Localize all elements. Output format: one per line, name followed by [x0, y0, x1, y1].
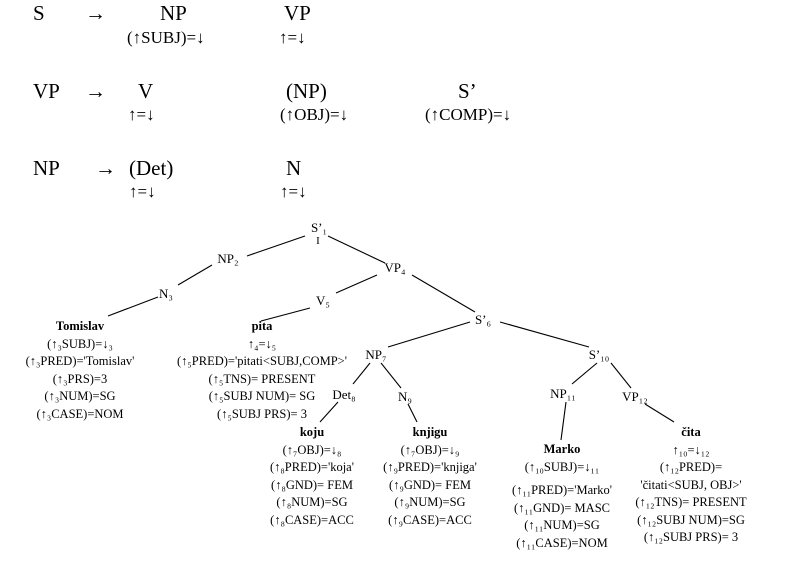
leaf-koju: koju (↑₇OBJ)=↓₈ (↑₈PRED)='koja' (↑₈GND)=…: [270, 424, 354, 529]
leaf-tomislav-line: (↑₃PRED)='Tomislav': [25, 354, 135, 368]
leaf-tomislav-line: (↑₃NUM)=SG: [44, 389, 116, 403]
rule-np-lhs: NP: [33, 156, 60, 180]
branch-s1-vp4: [327, 235, 386, 264]
node-s1: S’₁: [310, 220, 328, 235]
rule-vp-s-annot: (↑COMP)=↓: [425, 105, 512, 124]
leaf-tomislav-word: Tomislav: [55, 319, 105, 333]
leaf-cita: čita ↑₁₀=↓₁₂ (↑₁₂PRED)= 'čitati<SUBJ, OB…: [635, 424, 746, 547]
rule-vp-v-annot: ↑=↓: [128, 105, 155, 124]
branch-s6-np7: [387, 321, 471, 348]
leaf-cita-line: (↑₁₂PRED)=: [659, 460, 723, 474]
leaf-koju-line: (↑₇OBJ)=↓₈: [282, 442, 342, 457]
leaf-pita-line: (↑₅SUBJ NUM)= SG: [208, 389, 316, 403]
leaf-marko-line: (↑₁₁CASE)=NOM: [516, 535, 608, 550]
leaf-knjigu: knjigu (↑₇OBJ)=↓₉ (↑₉PRED)='knjiga' (↑₉G…: [383, 424, 477, 529]
node-s1-annot: I: [316, 235, 320, 247]
branch-n3-tomislav: [107, 296, 159, 317]
rule-s-vp-annot: ↑=↓: [279, 28, 306, 47]
leaf-knjigu-line: (↑₉NUM)=SG: [394, 495, 466, 509]
branch-s6-s10: [499, 321, 590, 348]
branch-np11-marko: [560, 401, 567, 441]
leaf-cita-line: (↑₁₂SUBJ PRS)= 3: [643, 530, 739, 544]
rule-vp-v-cat: V: [138, 79, 154, 103]
node-np11: NP₁₁: [550, 386, 576, 401]
leaf-cita-line: (↑₁₂SUBJ NUM)=SG: [637, 512, 745, 527]
rule-np-n-annot: ↑=↓: [280, 182, 307, 201]
node-v5: V₅: [316, 293, 330, 308]
node-n9: N₉: [398, 389, 412, 404]
leaf-tomislav-line: (↑₃PRS)=3: [52, 371, 108, 386]
rule-s-lhs: S: [33, 1, 45, 25]
leaf-koju-line: (↑₈NUM)=SG: [276, 495, 348, 509]
leaf-knjigu-line: (↑₉GND)= FEM: [389, 477, 471, 492]
leaf-knjigu-word: knjigu: [412, 425, 448, 439]
leaf-knjigu-line: (↑₉PRED)='knjiga': [383, 460, 477, 474]
node-vp12: VP₁₂: [622, 389, 648, 404]
leaf-pita-line: (↑₅TNS)= PRESENT: [208, 371, 316, 386]
rule-vp-np-annot: (↑OBJ)=↓: [280, 105, 349, 124]
leaf-tomislav-line: (↑₃SUBJ)=↓₃: [47, 336, 113, 351]
rule-np-n-cat: N: [286, 156, 302, 180]
rule-np-arrow: →: [95, 156, 116, 180]
branch-np7-n9: [380, 362, 402, 389]
node-s10: S’₁₀: [588, 347, 610, 362]
branch-det8-koju: [319, 401, 339, 423]
leaf-knjigu-line: (↑₇OBJ)=↓₉: [400, 442, 460, 457]
branch-n9-knjigu: [407, 403, 418, 423]
leaf-pita-line: (↑₅PRED)='pitati<SUBJ,COMP>': [177, 354, 347, 368]
branch-s10-vp12: [610, 362, 632, 389]
leaf-pita-line: ↑₄=↓₅: [247, 336, 277, 351]
leaf-knjigu-line: (↑₉CASE)=ACC: [388, 512, 472, 527]
branch-s1-np2: [246, 235, 306, 257]
leaf-marko-line: (↑₁₁NUM)=SG: [524, 518, 600, 532]
rule-s-np-cat: NP: [160, 1, 187, 25]
leaf-pita-word: pita: [251, 319, 273, 333]
leaf-marko: Marko (↑₁₀SUBJ)=↓₁₁ (↑₁₁PRED)='Marko' (↑…: [512, 441, 612, 552]
branch-v5-pita: [260, 307, 311, 322]
node-det8: Det₈: [332, 387, 356, 402]
rule-np-det-annot: ↑=↓: [129, 182, 156, 201]
rule-vp-lhs: VP: [33, 79, 60, 103]
node-n3: N₃: [159, 286, 173, 301]
leaf-tomislav: Tomislav (↑₃SUBJ)=↓₃ (↑₃PRED)='Tomislav'…: [26, 318, 135, 423]
leaf-cita-line: 'čitati<SUBJ, OBJ>': [640, 477, 742, 492]
leaf-marko-line: (↑₁₀SUBJ)=↓₁₁: [524, 459, 600, 474]
leaf-marko-line: (↑₁₁PRED)='Marko': [511, 483, 613, 497]
rule-vp-s-cat: S’: [458, 79, 477, 103]
rule-s-vp-cat: VP: [284, 1, 311, 25]
rule-s-arrow: →: [85, 1, 106, 25]
leaf-cita-word: čita: [681, 425, 701, 439]
leaf-cita-line: (↑₁₂TNS)= PRESENT: [635, 495, 747, 509]
branch-vp4-v5: [335, 274, 378, 294]
leaf-koju-line: (↑₈GND)= FEM: [271, 477, 353, 492]
leaf-tomislav-line: (↑₃CASE)=NOM: [36, 406, 124, 421]
rule-vp-arrow: →: [85, 79, 106, 103]
rule-np-det-cat: (Det): [129, 156, 174, 180]
rule-s-np-annot: (↑SUBJ)=↓: [127, 28, 205, 47]
branch-np2-n3: [177, 264, 213, 286]
branch-vp4-s6: [411, 274, 476, 313]
leaf-pita: pita ↑₄=↓₅ (↑₅PRED)='pitati<SUBJ,COMP>' …: [177, 318, 347, 423]
node-s6: S’₆: [474, 312, 492, 327]
node-np7: NP₇: [365, 347, 387, 362]
branch-s10-np11: [571, 362, 598, 385]
rule-vp-np-cat: (NP): [286, 79, 327, 103]
leaf-marko-word: Marko: [543, 442, 581, 456]
node-np2: NP₂: [217, 251, 239, 266]
node-vp4: VP₄: [384, 260, 406, 275]
branch-vp12-cita: [644, 403, 675, 423]
leaf-cita-line: ↑₁₀=↓₁₂: [672, 442, 710, 457]
leaf-koju-word: koju: [299, 425, 325, 439]
leaf-koju-line: (↑₈PRED)='koja': [270, 460, 354, 474]
leaf-koju-line: (↑₈CASE)=ACC: [270, 512, 354, 527]
branch-np7-det8: [352, 362, 371, 385]
leaf-pita-line: (↑₅SUBJ PRS)= 3: [217, 406, 307, 421]
leaf-marko-line: (↑₁₁GND)= MASC: [514, 500, 610, 515]
